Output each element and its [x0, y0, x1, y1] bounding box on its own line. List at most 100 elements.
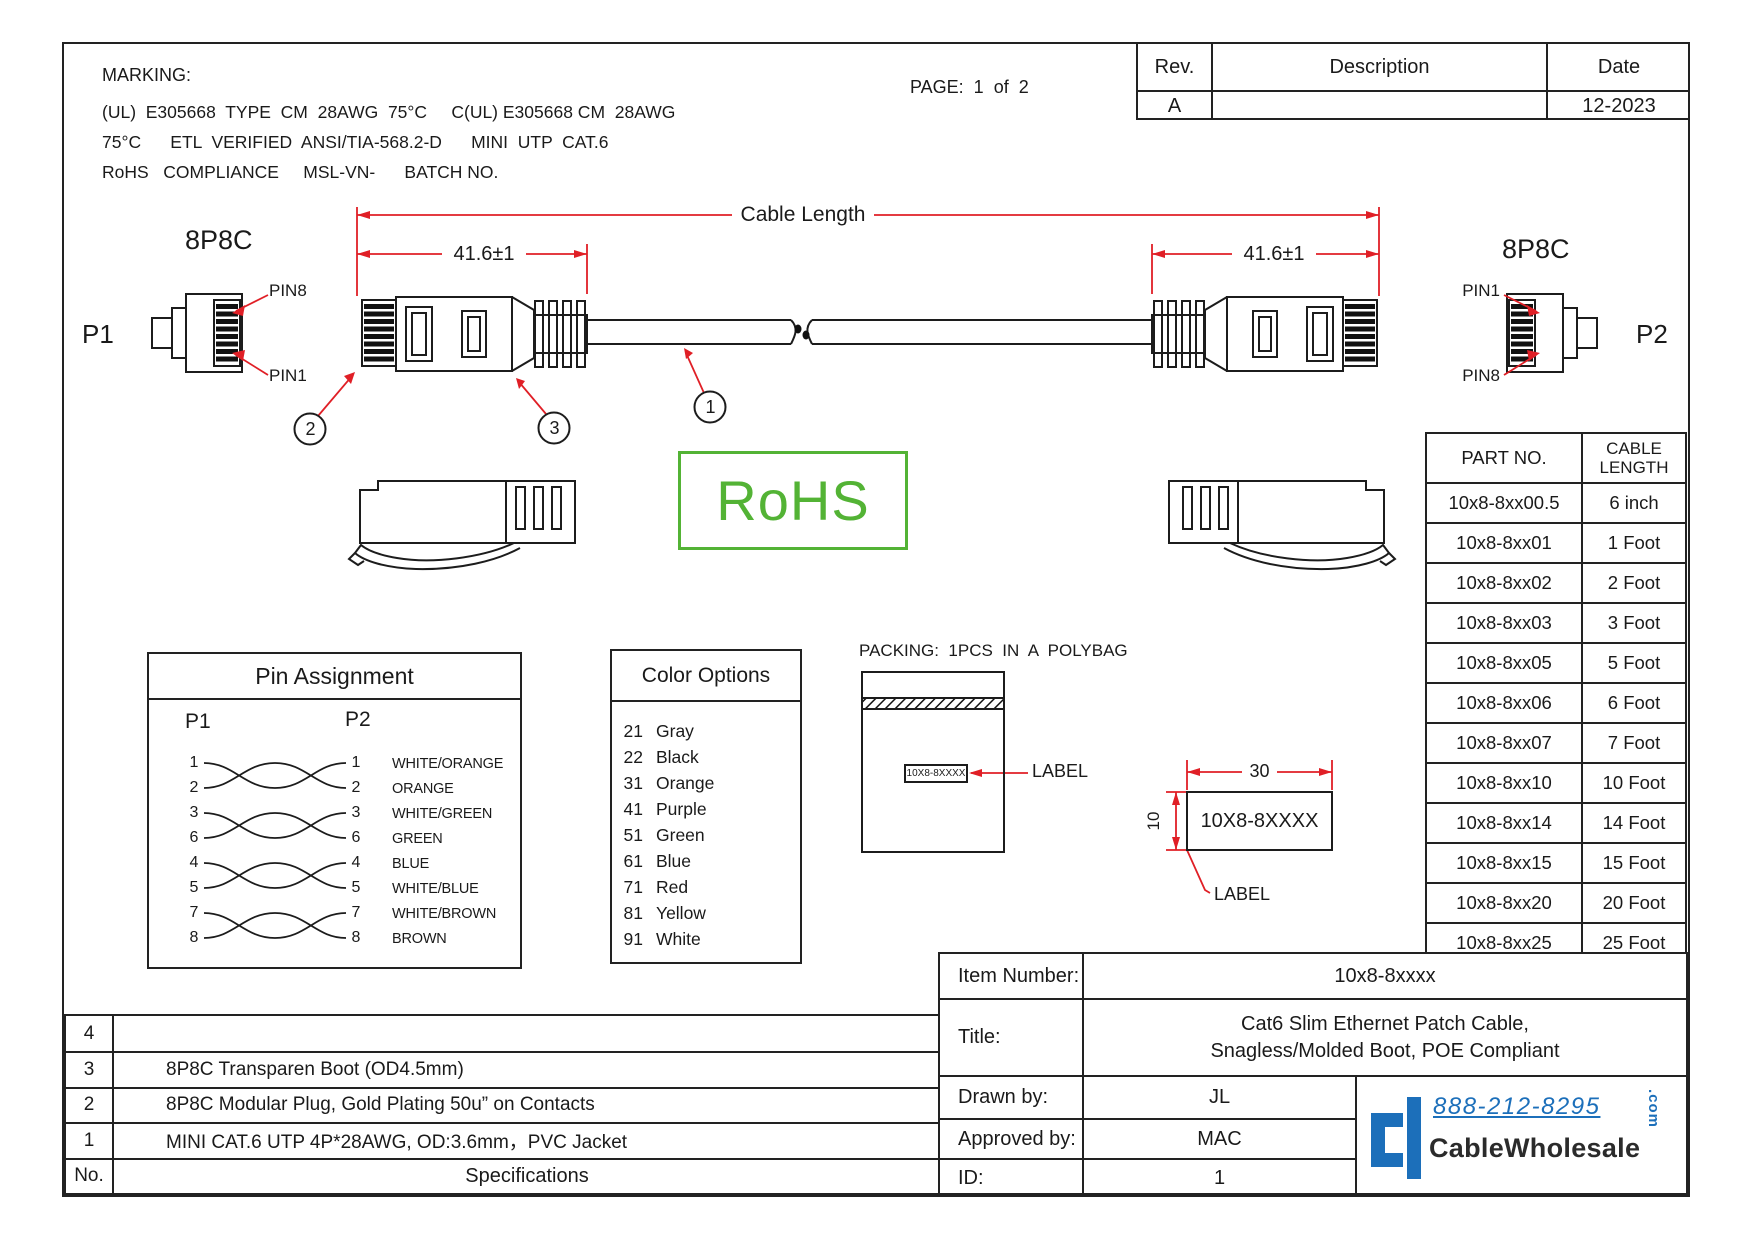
- pin-assignment-title: Pin Assignment: [149, 654, 520, 700]
- spec-row-no: 3: [66, 1051, 112, 1086]
- pin-right: 8: [351, 929, 361, 946]
- part-col-header: PART NO.: [1461, 447, 1547, 468]
- color-name: Yellow: [656, 902, 706, 923]
- part-no: 10x8-8xx15: [1427, 842, 1581, 882]
- color-name: Green: [656, 824, 705, 845]
- pin-assignment-p2: P2: [345, 708, 371, 731]
- dim-left-value: 41.6±1: [453, 242, 515, 265]
- cable-length: 1 Foot: [1581, 522, 1685, 562]
- color-code: 81: [623, 902, 643, 923]
- cable-length: 3 Foot: [1581, 602, 1685, 642]
- spec-row-no: 4: [83, 1022, 95, 1044]
- callout-3: 3: [549, 418, 560, 438]
- color-name: White: [656, 928, 701, 949]
- color-name: Orange: [656, 772, 715, 793]
- title-value: Cat6 Slim Ethernet Patch Cable, Snagless…: [1084, 1000, 1686, 1077]
- length-col-header-line1: CABLE: [1606, 439, 1662, 458]
- pin-right: 1: [351, 754, 361, 771]
- wire-color: WHITE/ORANGE: [392, 756, 504, 772]
- description-value: [1211, 90, 1546, 120]
- part-no: 10x8-8xx01: [1427, 522, 1581, 562]
- title-label: Title:: [940, 1000, 1084, 1077]
- dim-right-value: 41.6±1: [1243, 242, 1305, 265]
- color-code: 61: [623, 850, 643, 871]
- drawn-by-label: Drawn by:: [940, 1077, 1084, 1120]
- color-code: 22: [623, 746, 643, 767]
- cable-length-dim-label: Cable Length: [740, 203, 866, 226]
- color-code: 71: [623, 876, 643, 897]
- logo-tld: .com: [1645, 1089, 1662, 1129]
- spec-row-text: MINI CAT.6 UTP 4P*28AWG, OD:3.6mm，PVC Ja…: [112, 1122, 940, 1158]
- item-number-label: Item Number:: [940, 954, 1084, 1000]
- wire-color: WHITE/BLUE: [392, 881, 479, 897]
- pin-left: 2: [189, 779, 199, 796]
- spec-row-no: 1: [66, 1122, 112, 1157]
- marking-line-1: (UL) E305668 TYPE CM 28AWG 75°C C(UL) E3…: [102, 102, 676, 122]
- marking-title: MARKING:: [102, 65, 192, 85]
- cable-length: 6 Foot: [1581, 682, 1685, 722]
- cable-length: 2 Foot: [1581, 562, 1685, 602]
- part-no: 10x8-8xx02: [1427, 562, 1581, 602]
- cable-length: 14 Foot: [1581, 802, 1685, 842]
- cable-length: 7 Foot: [1581, 722, 1685, 762]
- wire-color: BLUE: [392, 856, 430, 872]
- date-col-header: Date: [1546, 44, 1690, 90]
- color-code: 41: [623, 798, 643, 819]
- pin-right: 6: [351, 829, 361, 846]
- pin8-left-label: PIN8: [269, 281, 307, 300]
- callout-2: 2: [305, 419, 316, 439]
- pin-right: 2: [351, 779, 361, 796]
- color-name: Blue: [656, 850, 692, 871]
- page-indicator: PAGE: 1 of 2: [910, 77, 1029, 97]
- title-line-1: Cat6 Slim Ethernet Patch Cable,: [1241, 1012, 1529, 1035]
- logo-phone-number[interactable]: 888-212-8295: [1433, 1093, 1601, 1120]
- color-options-title: Color Options: [612, 651, 800, 702]
- item-number-value: 10x8-8xxxx: [1084, 954, 1686, 1000]
- rev-value: A: [1138, 90, 1211, 120]
- spec-row-text: 8P8C Modular Plug, Gold Plating 50u” on …: [112, 1086, 940, 1123]
- revision-table: Rev. Description Date A 12-2023: [1136, 44, 1690, 120]
- pin-right: 7: [351, 904, 361, 921]
- pin-left: 7: [189, 904, 199, 921]
- polybag-label-callout: LABEL: [1032, 761, 1089, 781]
- label-width-dim: 30: [1249, 760, 1270, 781]
- spec-footer-label: Specifications: [112, 1157, 940, 1193]
- logo-company-name: CableWholesale: [1429, 1133, 1641, 1163]
- pin-assignment-table: Pin Assignment P1 P2 1 2 3 6 4 5 7 8 1 2…: [147, 652, 522, 969]
- id-label: ID:: [940, 1160, 1084, 1197]
- pin-right: 4: [351, 854, 361, 871]
- wire-color: ORANGE: [392, 781, 454, 797]
- part-no: 10x8-8xx25: [1427, 922, 1581, 962]
- pin-right: 5: [351, 879, 361, 896]
- pin1-left-label: PIN1: [269, 366, 307, 385]
- pin-left: 6: [189, 829, 199, 846]
- label-box-text: 10X8-8XXXX: [1200, 809, 1319, 832]
- cable-length: 20 Foot: [1581, 882, 1685, 922]
- pin-right: 3: [351, 804, 361, 821]
- wire-color: WHITE/GREEN: [392, 806, 493, 822]
- cable-length: 15 Foot: [1581, 842, 1685, 882]
- marking-line-2: 75°C ETL VERIFIED ANSI/TIA-568.2-D MINI …: [102, 132, 609, 152]
- part-no: 10x8-8xx14: [1427, 802, 1581, 842]
- pin8-right-label: PIN8: [1462, 366, 1500, 385]
- wire-color: WHITE/BROWN: [392, 906, 497, 922]
- rev-col-header: Rev.: [1154, 55, 1195, 78]
- pin-assignment-p1: P1: [185, 710, 211, 733]
- packing-note: PACKING: 1PCS IN A POLYBAG: [859, 641, 1128, 660]
- label-dim-callout: LABEL: [1214, 884, 1271, 904]
- cable-length: 5 Foot: [1581, 642, 1685, 682]
- pin1-right-label: PIN1: [1462, 281, 1500, 300]
- marking-line-3: RoHS COMPLIANCE MSL-VN- BATCH NO.: [102, 162, 499, 182]
- p2-label: P2: [1636, 319, 1668, 349]
- part-no: 10x8-8xx00.5: [1427, 482, 1581, 522]
- wire-color: BROWN: [392, 931, 447, 947]
